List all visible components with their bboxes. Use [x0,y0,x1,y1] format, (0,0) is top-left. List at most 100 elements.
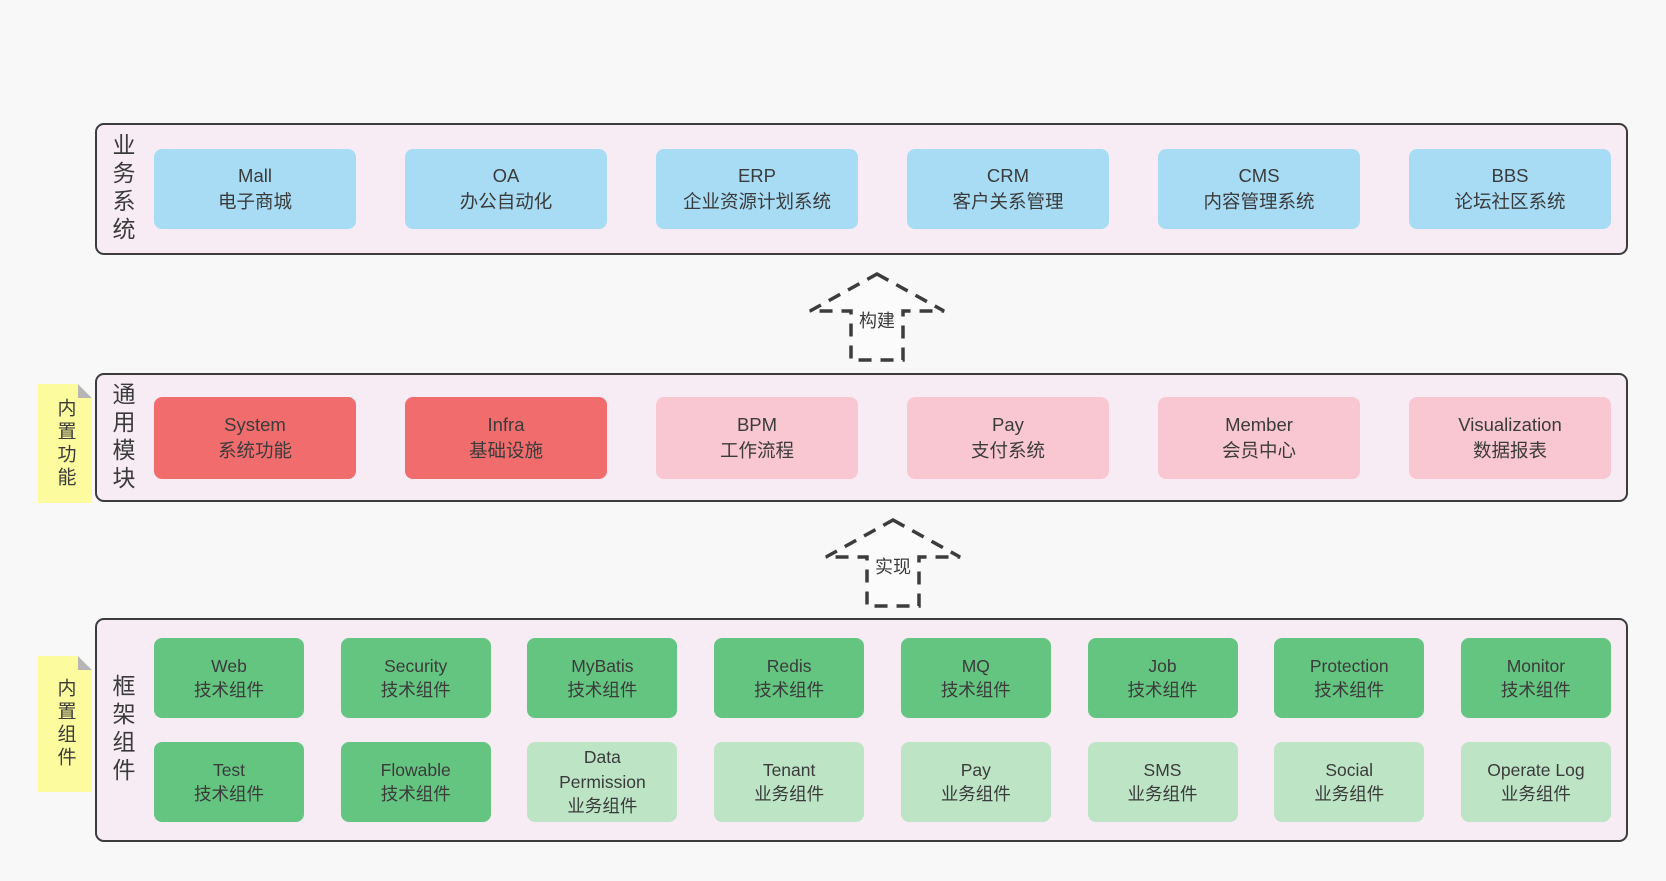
box-mall-name: Mall [238,165,272,187]
box-erp: ERP 企业资源计划系统 [656,149,858,229]
box-social-desc: 业务组件 [1314,784,1385,804]
box-sms-desc: 业务组件 [1127,784,1198,804]
box-job: Job 技术组件 [1087,638,1238,718]
box-erp-desc: 企业资源计划系统 [682,191,831,212]
box-infra-desc: 基础设施 [468,439,543,461]
arrow-build-label: 构建 [856,309,898,335]
box-test-desc: 技术组件 [194,784,264,804]
box-security: Security 技术组件 [340,638,491,718]
box-sms-name: SMS [1143,759,1182,780]
sticky-built-in-components: 内置组件 [38,656,92,792]
box-mall-desc: 电子商城 [217,191,292,212]
band-common-modules-label: 通用模块 [109,381,135,494]
box-pay-component: Pay 业务组件 [900,742,1051,822]
box-system-desc: 系统功能 [217,439,292,461]
box-oa: OA 办公自动化 [405,149,607,229]
box-social: Social 业务组件 [1274,742,1425,822]
box-data-permission: Data Permission 业务组件 [527,742,678,822]
framework-components-rows: Web 技术组件 Security 技术组件 MyBatis 技术组件 Redi… [154,620,1611,840]
box-security-desc: 技术组件 [380,680,451,700]
arrow-implement-label: 实现 [872,555,914,581]
box-visualization: Visualization 数据报表 [1409,396,1611,479]
box-erp-name: ERP [737,165,777,187]
box-bpm-name: BPM [736,413,778,435]
box-pay-module-name: Pay [992,413,1024,435]
box-system: System 系统功能 [154,396,356,479]
sticky-fold-icon [78,384,92,398]
box-mq: MQ 技术组件 [900,638,1051,718]
business-systems-row: Mall 电子商城 OA 办公自动化 ERP 企业资源计划系统 CRM 客户关系… [154,125,1611,253]
box-pay-module-desc: 支付系统 [970,439,1045,461]
box-infra-name: Infra [487,413,525,435]
band-common-modules: 通用模块 System 系统功能 Infra 基础设施 BPM 工作流程 Pay… [95,373,1628,502]
box-web: Web 技术组件 [154,638,304,718]
framework-components-row-2: Test 技术组件 Flowable 技术组件 Data Permission … [154,742,1611,822]
sticky-built-in-features: 内置功能 [38,384,92,503]
box-system-name: System [224,413,286,435]
box-crm-name: CRM [986,165,1030,187]
sticky-built-in-components-label: 内置组件 [54,678,76,770]
band-framework-components: 框架组件 Web 技术组件 Security 技术组件 MyBatis 技术组件… [95,618,1628,842]
framework-components-row-1: Web 技术组件 Security 技术组件 MyBatis 技术组件 Redi… [154,638,1611,718]
box-operate-log-name: Operate Log [1487,759,1585,780]
box-member: Member 会员中心 [1158,396,1360,479]
box-infra: Infra 基础设施 [405,396,607,479]
box-monitor-name: Monitor [1506,655,1566,676]
box-crm: CRM 客户关系管理 [907,149,1109,229]
box-flowable-desc: 技术组件 [380,784,451,804]
box-mall: Mall 电子商城 [154,149,356,229]
box-web-name: Web [211,655,247,676]
box-bbs-desc: 论坛社区系统 [1454,191,1566,212]
box-redis: Redis 技术组件 [714,638,865,718]
band-business-systems-label: 业务系统 [109,133,135,245]
box-social-name: Social [1325,759,1374,780]
box-mybatis: MyBatis 技术组件 [527,638,678,718]
box-tenant-name: Tenant [762,759,816,780]
box-oa-desc: 办公自动化 [459,191,553,212]
box-cms: CMS 内容管理系统 [1158,149,1360,229]
box-sms: SMS 业务组件 [1087,742,1238,822]
box-test-name: Test [212,759,246,780]
box-bbs: BBS 论坛社区系统 [1409,149,1611,229]
box-test: Test 技术组件 [154,742,304,822]
box-flowable: Flowable 技术组件 [340,742,491,822]
box-security-name: Security [384,655,448,676]
band-framework-components-label: 框架组件 [109,674,135,786]
sticky-built-in-features-label: 内置功能 [54,397,76,490]
box-mq-name: MQ [961,655,990,676]
box-job-name: Job [1148,655,1177,676]
box-bpm-desc: 工作流程 [719,439,794,461]
box-monitor-desc: 技术组件 [1500,680,1571,700]
box-crm-desc: 客户关系管理 [952,191,1064,212]
box-web-desc: 技术组件 [194,680,264,700]
box-cms-name: CMS [1238,165,1280,187]
box-data-permission-desc: 业务组件 [567,796,638,817]
box-pay-component-name: Pay [960,759,991,780]
box-protection-desc: 技术组件 [1314,680,1385,700]
box-protection-name: Protection [1309,655,1389,676]
box-visualization-desc: 数据报表 [1472,439,1547,461]
box-protection: Protection 技术组件 [1274,638,1425,718]
box-operate-log: Operate Log 业务组件 [1460,742,1611,822]
box-flowable-name: Flowable [380,759,451,780]
box-tenant: Tenant 业务组件 [714,742,865,822]
box-operate-log-desc: 业务组件 [1500,784,1571,804]
box-tenant-desc: 业务组件 [754,784,825,804]
box-pay-component-desc: 业务组件 [940,784,1011,804]
arrow-build: 构建 [807,271,947,363]
box-pay-module: Pay 支付系统 [907,396,1109,479]
box-bbs-name: BBS [1491,165,1529,187]
box-monitor: Monitor 技术组件 [1460,638,1611,718]
box-member-name: Member [1225,413,1293,435]
box-mybatis-desc: 技术组件 [567,680,638,700]
box-oa-name: OA [492,165,520,187]
box-data-permission-name: Data Permission [559,747,646,792]
band-business-systems: 业务系统 Mall 电子商城 OA 办公自动化 ERP 企业资源计划系统 CRM… [95,123,1628,255]
box-member-desc: 会员中心 [1221,439,1296,461]
box-cms-desc: 内容管理系统 [1203,191,1315,212]
box-mq-desc: 技术组件 [940,680,1011,700]
sticky-fold-icon [78,656,92,670]
box-bpm: BPM 工作流程 [656,396,858,479]
box-redis-name: Redis [766,655,812,676]
box-redis-desc: 技术组件 [754,680,825,700]
